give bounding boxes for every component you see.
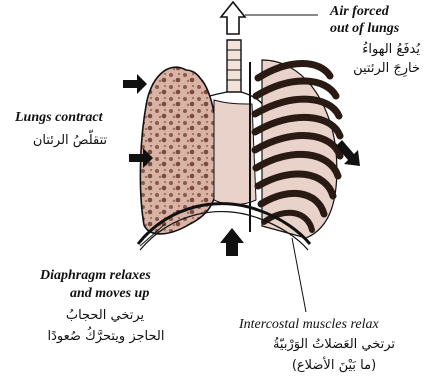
intercostal-muscles-label: Intercostal muscles relax <box>239 317 436 333</box>
diaphragm-arabic-2: الحاجز ويتحرَّكُ صُعودًا <box>36 328 176 345</box>
intercostal-arabic-2: (ما بَيْنَ الأضلاع) <box>254 357 414 374</box>
air-out-arrow-icon <box>221 2 245 34</box>
out-of-lungs-label: out of lungs <box>330 21 399 37</box>
air-forced-arabic-1: يُدفَعُ الهواءُ <box>324 41 420 58</box>
lungs-contract-label: Lungs contract <box>15 110 103 126</box>
diaphragm-up-arrow-icon <box>220 228 244 256</box>
air-forced-arabic-2: خارِجَ الرئتين <box>322 60 420 77</box>
lung-contract-arrow-top-icon <box>123 74 147 94</box>
intercostal-label-pointer <box>292 238 306 312</box>
lungs-contract-arabic: تتقلّصُ الرئتان <box>15 132 125 149</box>
left-lung <box>140 67 218 234</box>
moves-up-label: and moves up <box>70 286 149 302</box>
air-forced-label: Air forced <box>330 4 389 20</box>
diaphragm-relaxes-label: Diaphragm relaxes <box>40 268 151 284</box>
intercostal-arabic-1: ترتخي العَضلاتُ الوَرْبيّةُ <box>244 336 424 353</box>
diaphragm-arabic-1: يرتخي الحجابُ <box>50 307 160 324</box>
